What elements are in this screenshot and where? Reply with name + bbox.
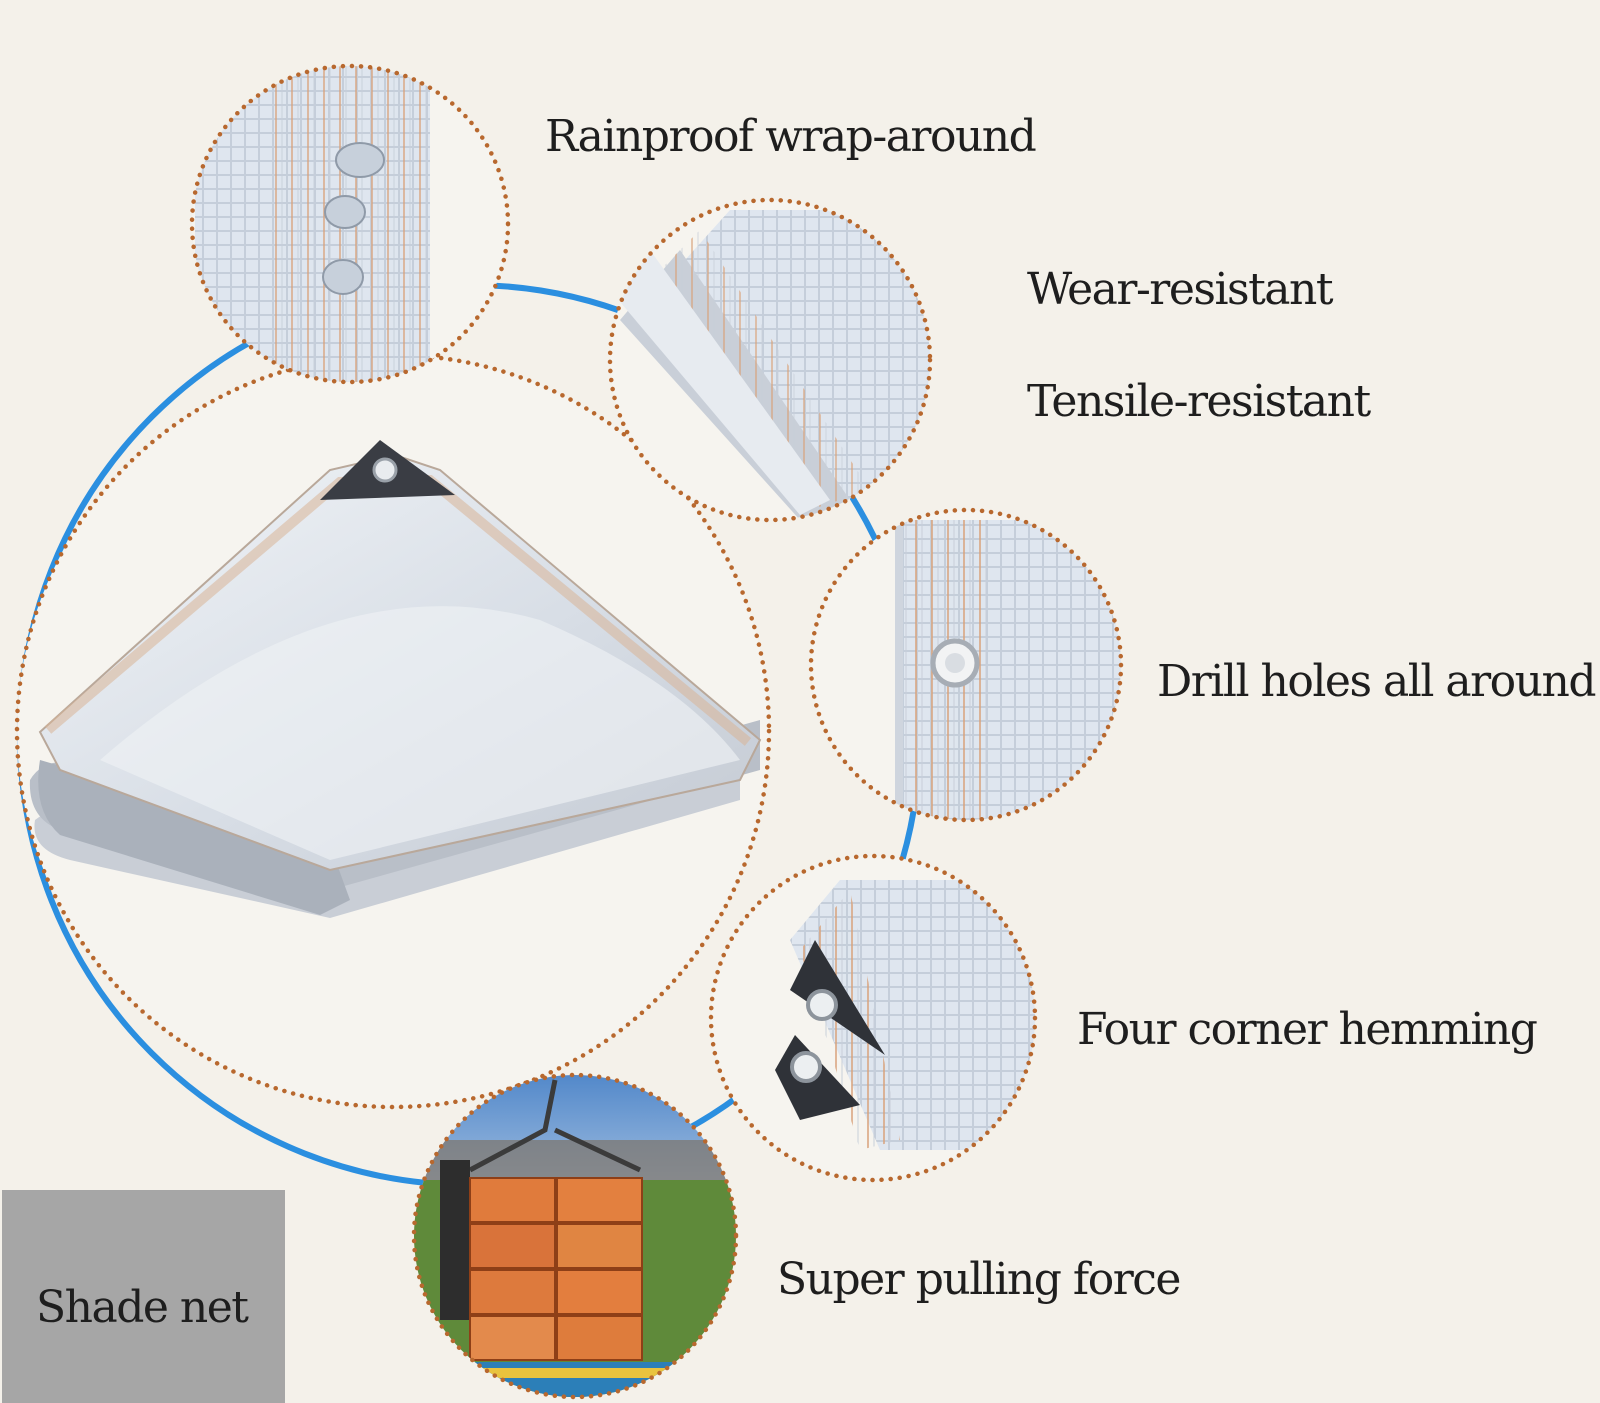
badge-label: Shade net <box>36 1282 249 1333</box>
label-tensile-resistant: Tensile-resistant <box>1027 376 1371 427</box>
drill-holes-detail-image <box>808 507 1124 823</box>
rainproof-detail-image <box>189 63 511 385</box>
wear-resistant-detail-image <box>607 197 933 523</box>
label-super-pulling-force: Super pulling force <box>777 1254 1181 1305</box>
corner-hemming-detail-image <box>708 853 1038 1183</box>
folded-tarp-image <box>14 352 772 1110</box>
label-wear-resistant: Wear-resistant <box>1027 264 1334 315</box>
label-four-corner-hemming: Four corner hemming <box>1077 1004 1538 1055</box>
label-rainproof: Rainproof wrap-around <box>545 111 1037 162</box>
brick-load-test-image <box>411 1072 739 1400</box>
product-badge: Shade net <box>2 1190 285 1403</box>
label-drill-holes: Drill holes all around <box>1157 656 1596 707</box>
